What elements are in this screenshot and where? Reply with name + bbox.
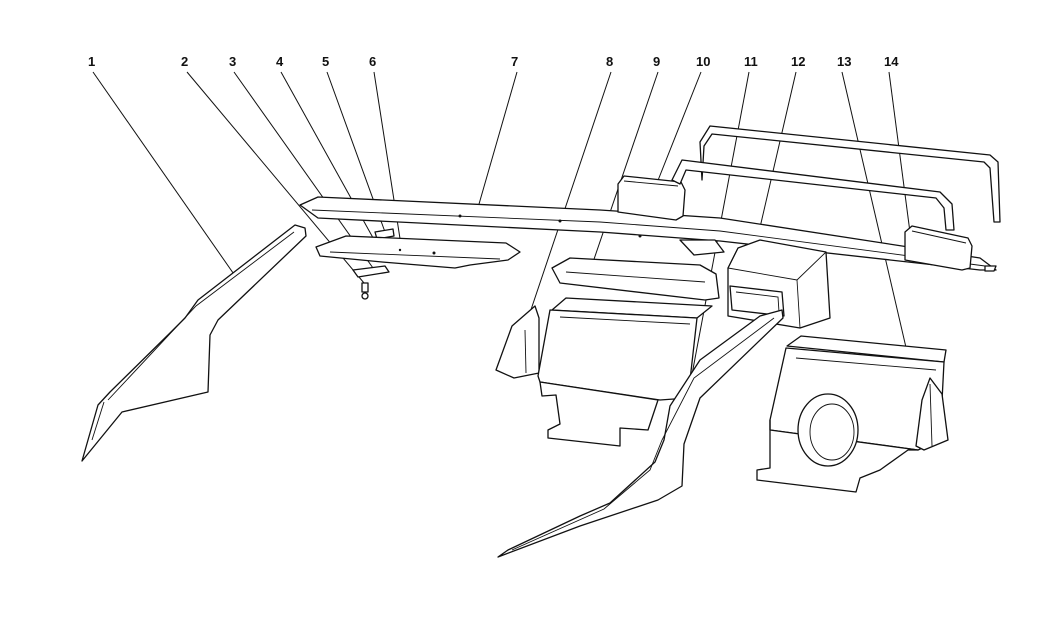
callout-7: 7 [511,54,518,69]
callout-2: 2 [181,54,188,69]
part-5-tab [374,228,395,240]
callout-3: 3 [229,54,236,69]
wheel-housing-box [756,335,947,493]
part-12-duct-box [727,239,831,329]
part-3-bracket [352,265,390,278]
rear-frame [671,125,1001,231]
leader-10 [650,71,702,199]
part-2-fastener [361,282,369,300]
callout-11: 11 [744,54,758,69]
part-10-cushion [617,175,686,221]
part-14-cushion [904,225,973,271]
callout-8: 8 [606,54,613,69]
leader-9 [590,71,659,269]
callout-labels: 1 2 3 4 5 6 7 8 9 10 11 12 13 14 [88,54,899,69]
part-8-bracket-panel [495,305,540,379]
part-1-side-panel-left [81,224,307,462]
callout-9: 9 [653,54,660,69]
callout-14: 14 [884,54,899,69]
center-console-box [537,297,713,447]
leader-3 [233,71,374,269]
part-11-side-panel-right [497,309,784,558]
leader-7 [474,71,518,219]
leader-14 [888,71,912,241]
callout-12: 12 [791,54,805,69]
part-6-floor-tray [315,235,521,269]
callout-6: 6 [369,54,376,69]
part-13-bracket-panel [915,377,949,451]
callout-4: 4 [276,54,284,69]
callout-1: 1 [88,54,95,69]
callout-10: 10 [696,54,710,69]
leader-1 [92,71,239,281]
part-9-tray [551,257,720,301]
callout-5: 5 [322,54,329,69]
callout-13: 13 [837,54,851,69]
